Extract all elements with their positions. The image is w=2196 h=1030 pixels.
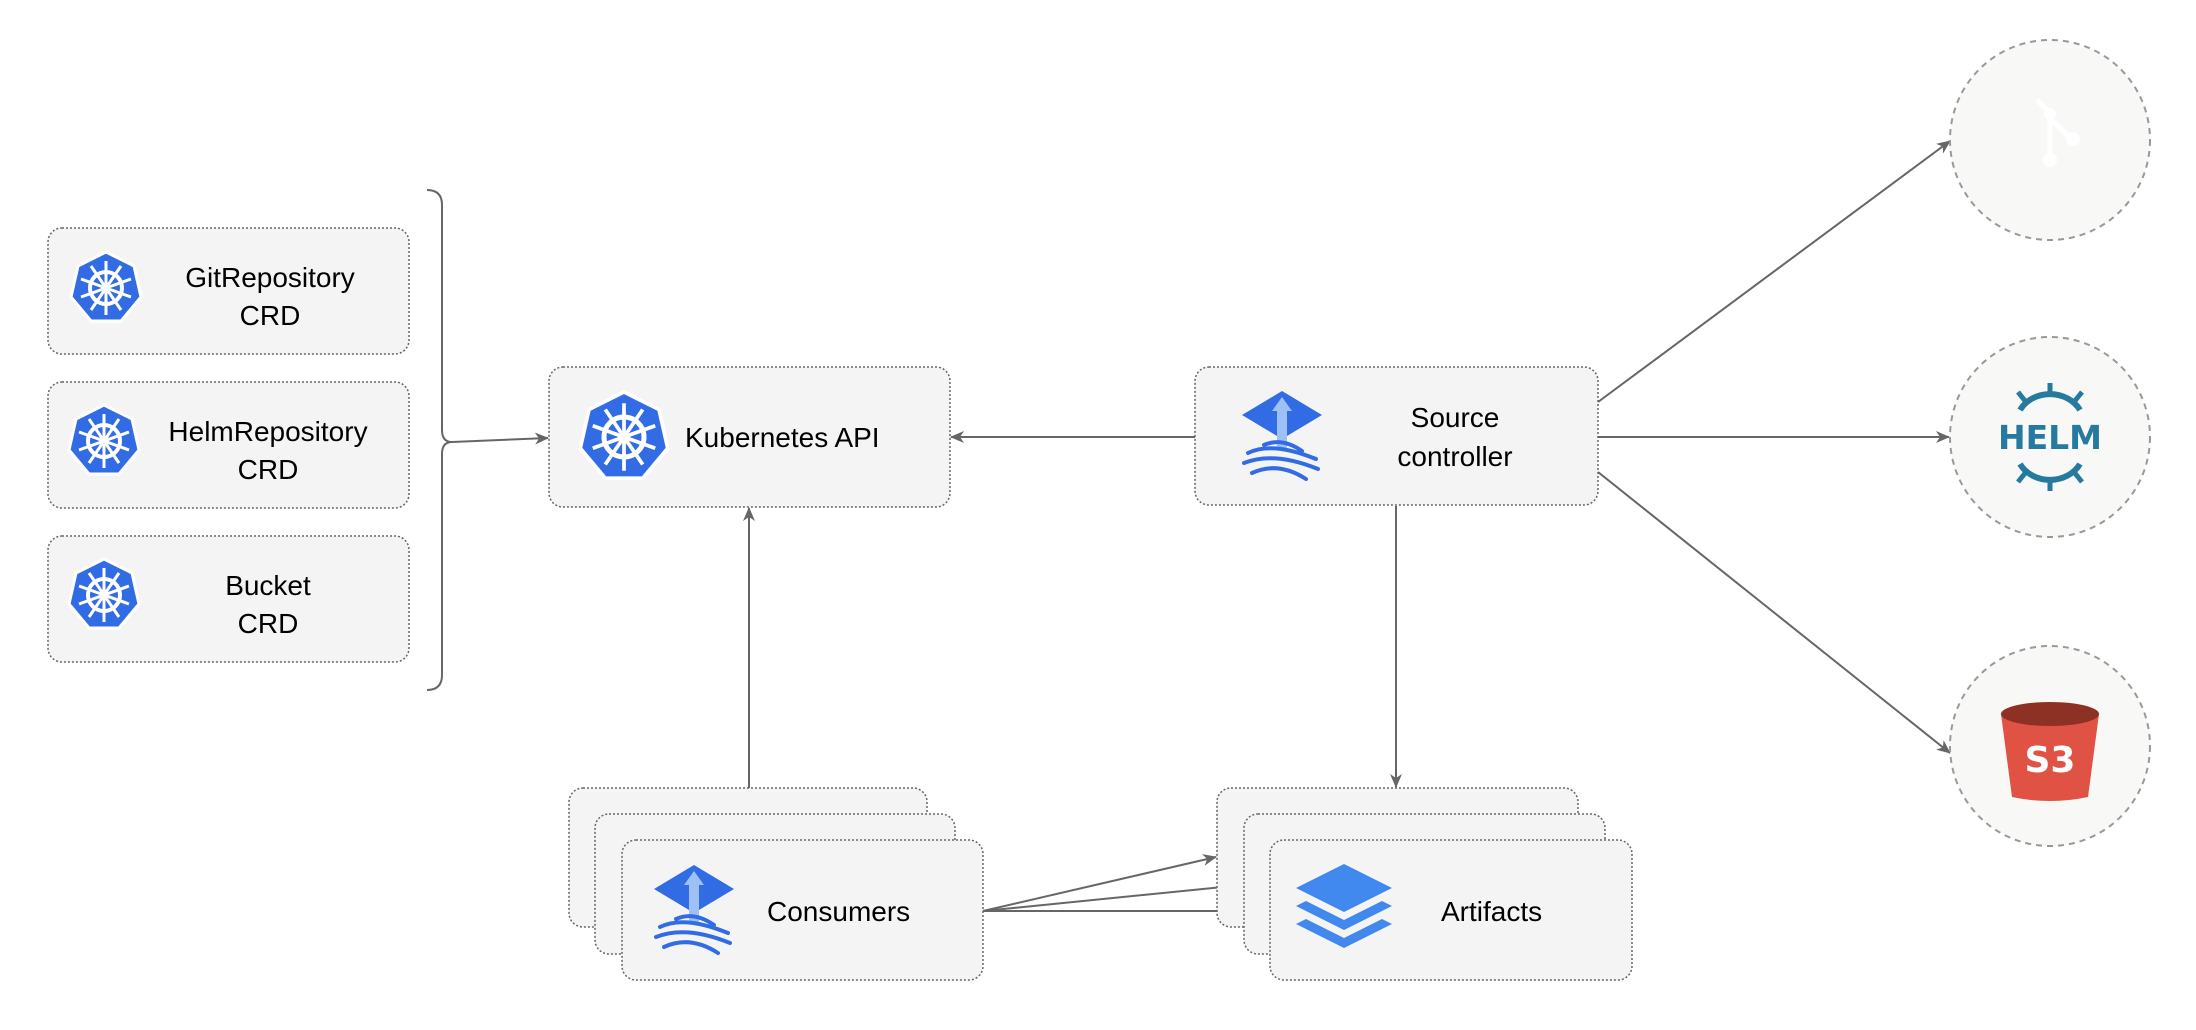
node-label: CRD (240, 300, 301, 331)
kubernetes-api-node[interactable]: Kubernetes API (548, 366, 951, 508)
crd-bracket (426, 189, 453, 691)
s3-logo-text: S3 (2025, 740, 2076, 781)
s3-bucket-icon: S3 (2001, 702, 2099, 801)
node-label: Consumers (767, 896, 910, 927)
helm-logo-text: HELM (1998, 418, 2102, 457)
bucket-crd-node[interactable]: Bucket CRD (47, 535, 410, 663)
edge-consumers-to-artifacts (982, 854, 1217, 912)
source-controller-node[interactable]: Source controller (1194, 366, 1599, 506)
node-label: Artifacts (1441, 896, 1542, 927)
git-source-node[interactable] (1949, 0, 2196, 241)
edge-consumers-to-artifacts (982, 880, 1244, 912)
node-label: CRD (238, 608, 299, 639)
s3-source-node[interactable]: S3 (1949, 645, 2151, 847)
helm-source-node[interactable]: HELM (1949, 336, 2151, 538)
node-label: HelmRepository (168, 416, 367, 447)
artifacts-node[interactable]: Artifacts (1216, 787, 1633, 981)
node-label: CRD (238, 454, 299, 485)
edge-source-to-s3 (1597, 471, 1951, 754)
helm-icon: HELM (1998, 383, 2102, 491)
git-icon (2035, 98, 2080, 167)
node-label: controller (1397, 441, 1512, 472)
node-label: GitRepository (185, 262, 355, 293)
helm-repository-crd-node[interactable]: HelmRepository CRD (47, 381, 410, 509)
node-label: Bucket (225, 570, 311, 601)
consumers-node[interactable]: Consumers (568, 787, 984, 981)
edge-crds-to-api (451, 432, 549, 445)
node-label: Source (1411, 402, 1500, 433)
node-label: Kubernetes API (685, 422, 880, 453)
git-repository-crd-node[interactable]: GitRepository CRD (47, 227, 410, 355)
edge-source-to-git (1597, 140, 1951, 403)
